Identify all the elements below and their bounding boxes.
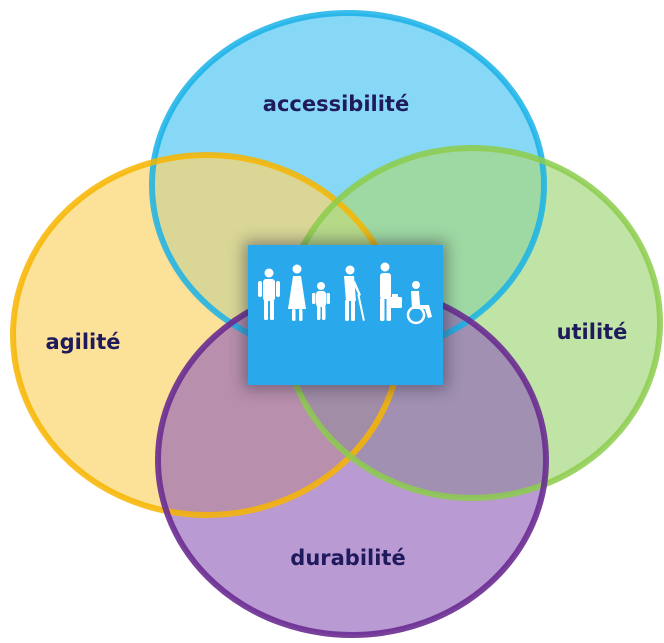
label-utilite: utilité (557, 320, 628, 344)
label-durabilite: durabilité (290, 546, 405, 570)
label-accessibilite: accessibilité (263, 92, 409, 116)
label-agilite: agilité (45, 330, 120, 354)
center-image (248, 245, 443, 385)
people-diversity-icon (258, 262, 432, 325)
